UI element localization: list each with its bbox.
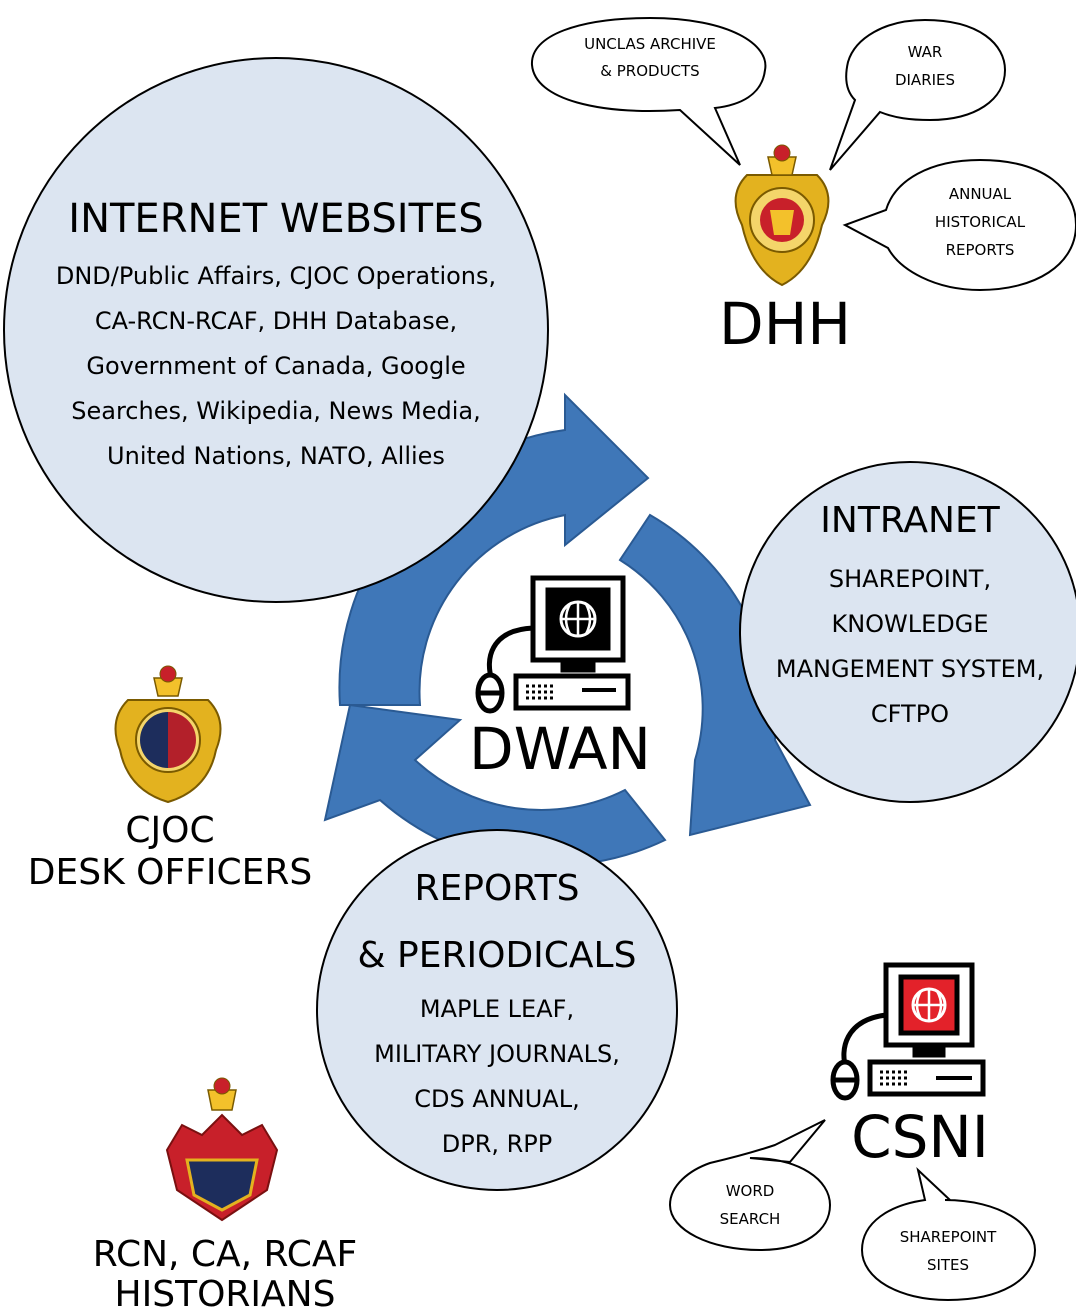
reports-line-4: DPR, RPP — [441, 1130, 553, 1158]
dhh-label: DHH — [719, 290, 851, 358]
historians-label-line-2: HISTORIANS — [114, 1274, 336, 1315]
dhh-bubble-3-line-1: ANNUAL — [948, 185, 1012, 203]
reports-title-line-2: & PERIODICALS — [357, 935, 637, 976]
historians-crest-icon — [165, 1077, 279, 1222]
internet-line-5: United Nations, NATO, Allies — [107, 442, 445, 470]
reports-circle — [316, 829, 678, 1191]
csni-bubble-2-line-2: SITES — [926, 1256, 970, 1274]
intranet-title: INTRANET — [820, 500, 1000, 541]
cjoc-label-line-1: CJOC — [125, 810, 215, 851]
historians-label-line-1: RCN, CA, RCAF — [92, 1234, 358, 1275]
internet-line-2: CA-RCN-RCAF, DHH Database, — [94, 307, 458, 335]
bubble-word-search — [668, 1119, 832, 1252]
internet-title: INTERNET WEBSITES — [68, 196, 484, 242]
dhh-bubble-2-line-2: DIARIES — [894, 71, 956, 89]
internet-line-3: Government of Canada, Google — [86, 352, 466, 380]
intranet-line-1: SHAREPOINT, — [828, 565, 992, 593]
dhh-bubble-1-line-2: & PRODUCTS — [600, 62, 700, 80]
dhh-bubble-3-line-2: HISTORICAL — [934, 213, 1026, 231]
internet-line-1: DND/Public Affairs, CJOC Operations, — [55, 262, 497, 290]
dwan-computer-icon — [475, 575, 631, 714]
reports-title-line-1: REPORTS — [414, 868, 580, 909]
intranet-line-2: KNOWLEDGE — [831, 610, 989, 638]
dhh-bubbles — [530, 16, 1076, 292]
intranet-circle — [739, 461, 1076, 803]
csni-bubbles — [668, 1119, 1037, 1302]
dhh-crest-icon — [734, 144, 830, 287]
csni-bubble-2-line-1: SHAREPOINT — [899, 1228, 997, 1246]
bubble-unclas — [530, 16, 767, 166]
cjoc-crest-icon — [114, 665, 222, 804]
intranet-line-4: CFTPO — [870, 700, 950, 728]
csni-label: CSNI — [851, 1103, 989, 1171]
reports-line-2: MILITARY JOURNALS, — [374, 1040, 620, 1068]
dhh-bubble-2-line-1: WAR — [907, 43, 943, 61]
reports-line-3: CDS ANNUAL, — [414, 1085, 580, 1113]
bubble-annual — [842, 158, 1076, 292]
bubble-sharepoint — [860, 1167, 1037, 1302]
internet-line-4: Searches, Wikipedia, News Media, — [71, 397, 481, 425]
internet-circle — [3, 57, 549, 603]
csni-bubble-1-line-2: SEARCH — [719, 1210, 781, 1228]
dwan-label: DWAN — [469, 715, 651, 783]
reports-line-1: MAPLE LEAF, — [419, 995, 575, 1023]
csni-computer-icon — [830, 962, 986, 1101]
bubble-war-diaries — [829, 18, 1007, 171]
csni-bubble-1-line-1: WORD — [725, 1182, 775, 1200]
dhh-bubble-1-line-1: UNCLAS ARCHIVE — [584, 35, 716, 53]
dhh-bubble-3-line-3: REPORTS — [945, 241, 1015, 259]
arrow-right — [618, 513, 812, 837]
intranet-line-3: MANGEMENT SYSTEM, — [775, 655, 1045, 683]
cjoc-label-line-2: DESK OFFICERS — [27, 852, 313, 893]
